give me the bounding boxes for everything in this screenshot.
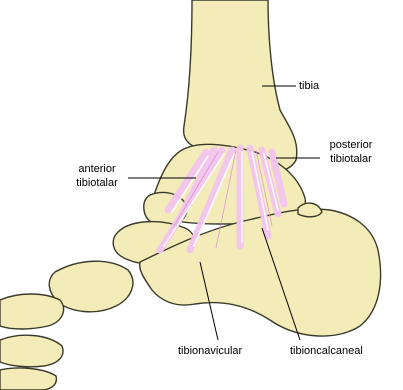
metatarsal-bone-1 bbox=[0, 294, 64, 329]
posterior-tibiotalar-label-line2: tibiotalar bbox=[318, 152, 384, 166]
tibionavicular-label: tibionavicular bbox=[178, 344, 242, 358]
anterior-tibiotalar-label-line1: anterior bbox=[64, 162, 130, 176]
metatarsal-bone-2 bbox=[0, 335, 63, 367]
tibiocalcaneal-label: tibioncalcaneal bbox=[290, 344, 363, 358]
tibia-label: tibia bbox=[299, 79, 319, 93]
heel-tubercle bbox=[298, 203, 322, 217]
metatarsal-bone-3 bbox=[0, 368, 56, 390]
anterior-tibiotalar-label-line2: tibiotalar bbox=[64, 176, 130, 190]
posterior-tibiotalar-label-line1: posterior bbox=[318, 138, 384, 152]
anterior-tibiotalar-label: anterior tibiotalar bbox=[64, 162, 130, 190]
posterior-tibiotalar-label: posterior tibiotalar bbox=[318, 138, 384, 166]
